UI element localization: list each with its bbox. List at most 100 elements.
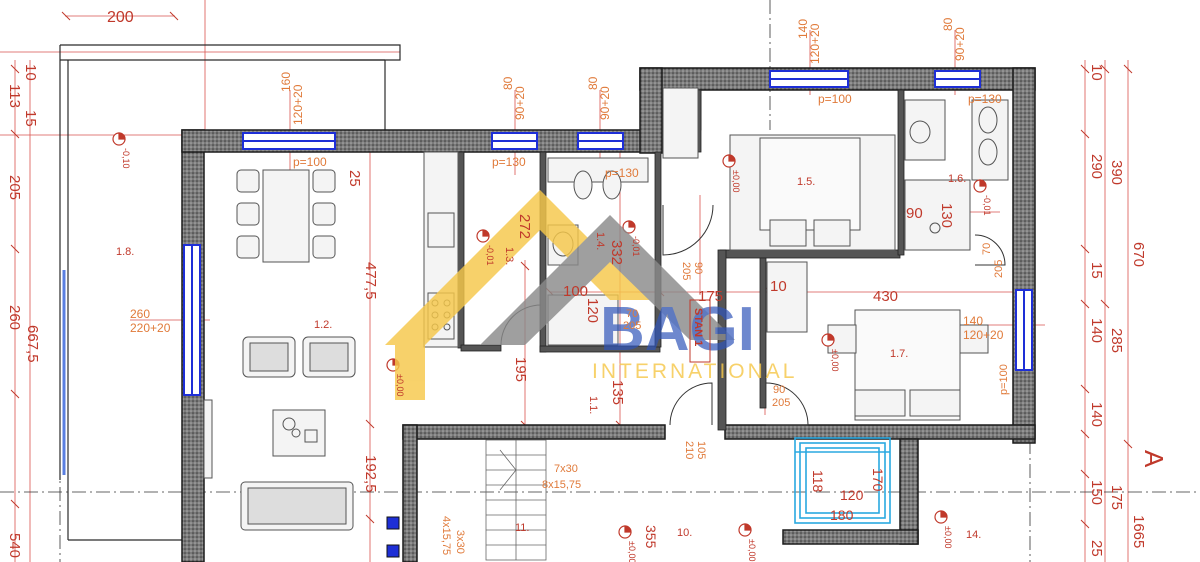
room-label-14: 14. <box>966 529 981 541</box>
dim-205d: 205 <box>993 260 1005 278</box>
dim-right-285: 285 <box>1108 328 1125 353</box>
dim-477-5: 477,5 <box>362 262 379 300</box>
dim-7x30: 7x30 <box>554 463 578 475</box>
dim-135: 135 <box>609 380 626 405</box>
dim-100: 100 <box>563 283 588 300</box>
dim-top-200: 200 <box>107 9 134 26</box>
dim-top-80c: 80 <box>941 17 955 31</box>
level-value-5: ±0,00 <box>731 170 741 192</box>
dim-right-390: 390 <box>1108 160 1125 185</box>
dim-430: 430 <box>873 288 898 305</box>
dim-left-540: 540 <box>6 533 23 558</box>
dim-130: 130 <box>938 203 955 228</box>
windows <box>183 70 1033 396</box>
left-dimensions: 113 10 15 205 260 667,5 540 <box>6 64 41 558</box>
dim-right-140: 140 <box>1088 318 1105 343</box>
dim-right-1665: 1665 <box>1130 515 1147 548</box>
dim-p130b: p=130 <box>605 166 639 180</box>
dim-105: 105 <box>695 441 707 459</box>
dim-left-113: 113 <box>6 84 23 108</box>
stan-label: STAN 1 <box>692 308 704 346</box>
dim-top-90-20c: 90+20 <box>953 27 967 61</box>
dim-3x30: 3x30 <box>454 530 466 554</box>
dim-top-90-20a: 90+20 <box>513 86 527 120</box>
dim-p100b: p=100 <box>818 92 852 106</box>
dim-right-670: 670 <box>1130 242 1147 267</box>
dim-right-10: 10 <box>1088 64 1105 81</box>
dim-118: 118 <box>810 470 826 493</box>
room-label-1-4: 1.4. <box>594 232 606 250</box>
dim-p130c: p=130 <box>968 92 1002 106</box>
level-value-1: -0,10 <box>121 148 131 169</box>
dim-260: 260 <box>130 307 150 321</box>
dim-332: 332 <box>608 240 625 265</box>
dim-205a: 205 <box>680 262 692 280</box>
level-value-6: -0,01 <box>982 195 992 216</box>
section-marker-a: A <box>1139 450 1169 468</box>
dim-left-10: 10 <box>22 64 39 81</box>
top-dimensions: 200 160 120+20 80 90+20 80 90+20 140 120… <box>107 9 967 125</box>
dim-120c: 120 <box>840 487 864 503</box>
level-value-4: -0,01 <box>631 236 641 257</box>
dim-10: 10 <box>770 278 787 295</box>
dim-355: 355 <box>643 525 659 549</box>
dim-170: 170 <box>870 468 886 492</box>
dim-120: 120 <box>584 298 601 323</box>
room-label-1-2: 1.2. <box>314 319 332 331</box>
watermark-logo: BAGI INTERNATIONAL <box>385 190 797 400</box>
dim-25: 25 <box>346 170 363 187</box>
dim-90c: 90 <box>773 384 785 396</box>
dim-8x15-75: 8x15,75 <box>542 479 581 491</box>
room-label-1-5: 1.5. <box>797 176 815 188</box>
room-label-1-7: 1.7. <box>890 348 908 360</box>
dim-left-15: 15 <box>22 110 39 127</box>
level-value-9: ±0,00 <box>943 526 953 548</box>
dim-top-90-20b: 90+20 <box>598 86 612 120</box>
level-value-7: ±0,00 <box>830 349 840 371</box>
room-label-1-6: 1.6. <box>948 173 966 185</box>
dim-90b: 90 <box>906 205 923 222</box>
elevator <box>794 437 891 524</box>
watermark-sub: INTERNATIONAL <box>592 360 797 383</box>
dim-right-290: 290 <box>1088 154 1105 179</box>
level-values: -0,10 ±0,00 -0,01 -0,01 ±0,00 -0,01 ±0,0… <box>121 148 992 562</box>
dim-70b: 70 <box>981 243 993 255</box>
dim-220-20: 220+20 <box>130 321 171 335</box>
dim-top-80a: 80 <box>501 76 515 90</box>
dim-195: 195 <box>512 357 529 382</box>
terrace <box>59 44 401 541</box>
level-markers <box>112 132 987 539</box>
interior-dimensions: p=100 p=130 p=130 p=100 p=130 25 272 332… <box>130 92 1010 555</box>
dim-top-160: 160 <box>279 72 293 92</box>
room-label-1-8: 1.8. <box>116 246 134 258</box>
dim-210: 210 <box>683 441 695 459</box>
dim-90a: 90 <box>692 262 704 274</box>
dim-top-120-20b: 120+20 <box>808 23 822 64</box>
dim-205c: 205 <box>772 397 790 409</box>
dim-left-260: 260 <box>6 305 23 330</box>
dim-top-120-20: 120+20 <box>291 84 305 125</box>
dim-right-175: 175 <box>1108 485 1125 510</box>
dim-4x15-75: 4x15,75 <box>440 516 452 555</box>
level-value-10: ±0,00 <box>747 539 757 561</box>
dim-right-25: 25 <box>1088 540 1105 557</box>
dim-272: 272 <box>516 214 533 239</box>
dim-left-205: 205 <box>6 175 23 200</box>
watermark-brand: BAGI <box>600 295 755 364</box>
dim-right-150: 150 <box>1088 480 1105 505</box>
dim-right-10b: 15 <box>1088 262 1105 279</box>
right-dimensions: 10 290 390 670 15 285 140 140 150 175 16… <box>1088 64 1169 557</box>
dim-180: 180 <box>830 507 854 523</box>
stan-label-box <box>689 299 711 363</box>
room-labels: 1.8. 1.2. 1.3. 1.4. 1.5. 1.6. 1.7. 1.1. … <box>116 173 981 541</box>
dim-140b: 140 <box>963 314 983 328</box>
room-label-10: 10. <box>677 527 692 539</box>
room-label-1-1: 1.1. <box>587 396 599 414</box>
staircase <box>485 439 547 561</box>
dim-right-140b: 140 <box>1088 402 1105 427</box>
furniture <box>203 87 1009 531</box>
dim-205b: 205 <box>623 320 641 332</box>
dim-120-20c: 120+20 <box>963 328 1004 342</box>
dim-192-5: 192,5 <box>362 455 379 493</box>
